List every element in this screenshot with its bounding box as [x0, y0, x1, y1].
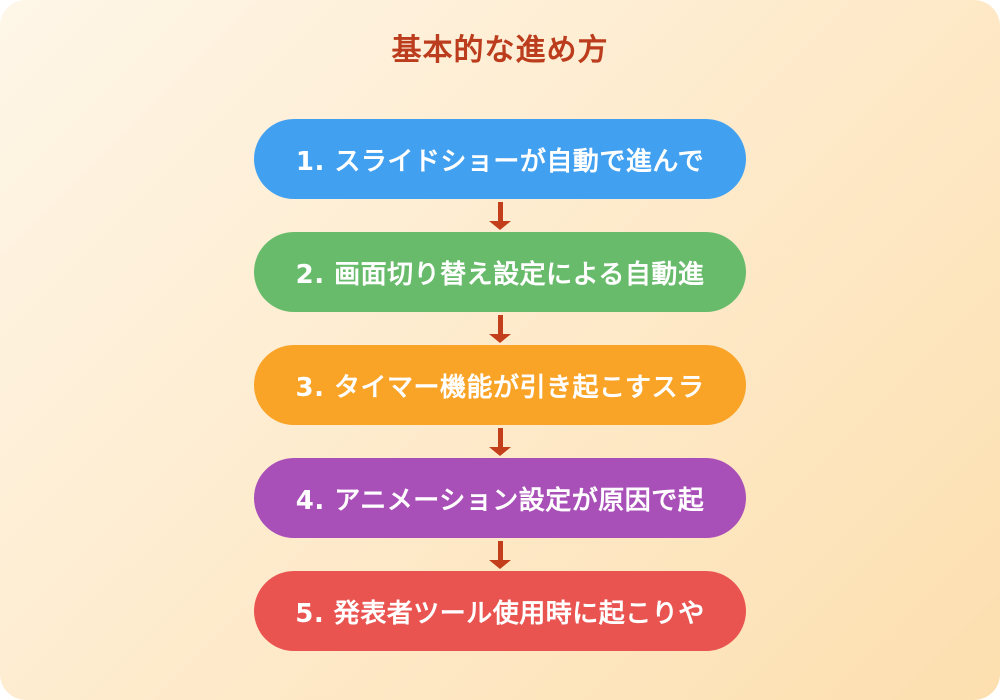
arrow-stem: [497, 427, 503, 447]
flow-step-2: 2. 画面切り替え設定による自動進: [254, 232, 746, 312]
down-arrow-icon: [489, 199, 511, 232]
arrow-head: [489, 559, 511, 569]
flowchart: 1. スライドショーが自動で進んで 2. 画面切り替え設定による自動進 3. タ…: [254, 119, 746, 651]
down-arrow-icon: [489, 312, 511, 345]
arrow-stem: [497, 314, 503, 334]
flow-step-5-label: 5. 発表者ツール使用時に起こりや: [295, 598, 705, 629]
flow-step-4-label: 4. アニメーション設定が原因で起: [295, 485, 705, 516]
flow-step-5: 5. 発表者ツール使用時に起こりや: [254, 571, 746, 651]
flow-step-1: 1. スライドショーが自動で進んで: [254, 119, 746, 199]
down-arrow-icon: [489, 538, 511, 571]
arrow-head: [489, 333, 511, 343]
page-title: 基本的な進め方: [391, 33, 609, 68]
arrow-stem: [497, 201, 503, 221]
flow-step-2-label: 2. 画面切り替え設定による自動進: [295, 259, 705, 290]
down-arrow-icon: [489, 425, 511, 458]
arrow-head: [489, 446, 511, 456]
arrow-stem: [497, 540, 503, 560]
arrow-head: [489, 220, 511, 230]
flow-step-1-label: 1. スライドショーが自動で進んで: [295, 146, 705, 177]
flow-step-3: 3. タイマー機能が引き起こすスラ: [254, 345, 746, 425]
flow-step-3-label: 3. タイマー機能が引き起こすスラ: [295, 372, 705, 403]
flow-step-4: 4. アニメーション設定が原因で起: [254, 458, 746, 538]
